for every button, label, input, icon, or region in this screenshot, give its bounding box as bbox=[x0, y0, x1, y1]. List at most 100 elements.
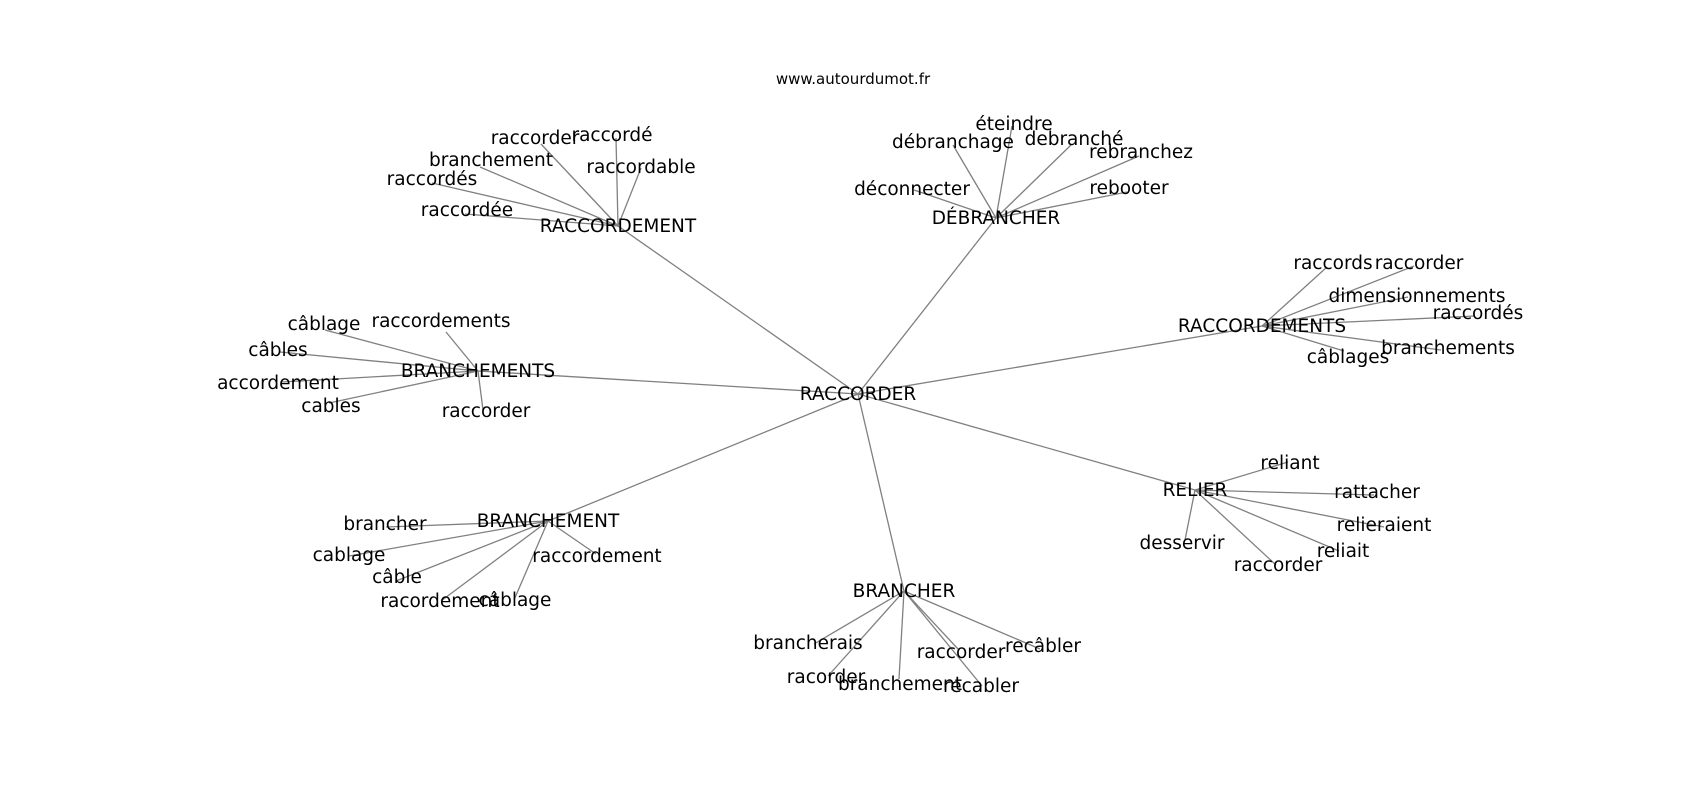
cluster-to-leaf-edge bbox=[952, 144, 997, 219]
center-to-cluster-edge bbox=[857, 393, 1196, 491]
center-to-cluster-edge bbox=[617, 225, 859, 395]
cluster-to-leaf-edge bbox=[1261, 296, 1409, 327]
leaf-node[interactable]: câblages bbox=[1307, 347, 1390, 368]
cluster-to-leaf-edge bbox=[903, 590, 959, 650]
leaf-node[interactable]: branchements bbox=[1381, 338, 1515, 359]
cluster-node[interactable]: BRANCHEMENTS bbox=[401, 361, 555, 382]
leaf-node[interactable]: branchement bbox=[838, 674, 962, 695]
cluster-to-leaf-edge bbox=[995, 155, 1140, 219]
cluster-to-leaf-edge bbox=[1194, 489, 1375, 496]
cluster-to-leaf-edge bbox=[1261, 265, 1415, 327]
leaf-node[interactable]: debranché bbox=[1025, 129, 1124, 150]
cluster-to-leaf-edge bbox=[913, 189, 997, 219]
leaf-node[interactable]: relieraient bbox=[1337, 515, 1432, 536]
cluster-to-leaf-edge bbox=[464, 213, 619, 227]
cluster-to-leaf-edge bbox=[513, 520, 549, 601]
cluster-to-leaf-edge bbox=[813, 590, 905, 645]
cluster-to-leaf-edge bbox=[477, 370, 484, 411]
center-to-cluster-edge bbox=[857, 393, 905, 592]
leaf-node[interactable]: raccordés bbox=[387, 169, 478, 190]
leaf-node[interactable]: raccorder bbox=[917, 642, 1006, 663]
leaf-node[interactable]: débranchage bbox=[892, 132, 1014, 153]
leaf-node[interactable]: racordement bbox=[380, 591, 499, 612]
leaf-node[interactable]: raccordé bbox=[571, 125, 652, 146]
leaf-node[interactable]: rebooter bbox=[1089, 178, 1169, 199]
leaf-node[interactable]: brancherais bbox=[753, 633, 862, 654]
cluster-to-leaf-edge bbox=[898, 590, 905, 680]
cluster-to-leaf-edge bbox=[903, 590, 1041, 650]
leaf-node[interactable]: raccords bbox=[1293, 253, 1372, 274]
cluster-to-leaf-edge bbox=[445, 331, 479, 372]
center-node[interactable]: RACCORDER bbox=[800, 384, 917, 405]
leaf-node[interactable]: déconnecter bbox=[854, 179, 970, 200]
leaf-node[interactable]: cablage bbox=[313, 545, 386, 566]
leaf-node[interactable]: câblage bbox=[479, 590, 552, 611]
graph-edges bbox=[279, 125, 1476, 687]
leaf-node[interactable]: raccordable bbox=[586, 157, 695, 178]
cluster-to-leaf-edge bbox=[385, 520, 549, 528]
cluster-to-leaf-edge bbox=[1194, 489, 1385, 528]
cluster-to-leaf-edge bbox=[995, 144, 1072, 219]
cluster-node[interactable]: RELIER bbox=[1163, 480, 1228, 501]
leaf-node[interactable]: câbles bbox=[248, 340, 307, 361]
cluster-to-leaf-edge bbox=[1194, 489, 1277, 566]
cluster-to-leaf-edge bbox=[348, 520, 549, 557]
leaf-node[interactable]: raccorder bbox=[491, 128, 580, 149]
cluster-to-leaf-edge bbox=[1194, 461, 1289, 491]
cluster-to-leaf-edge bbox=[995, 125, 1013, 219]
leaf-node[interactable]: câble bbox=[372, 567, 422, 588]
leaf-node[interactable]: reliait bbox=[1317, 541, 1370, 562]
leaf-node[interactable]: raccordements bbox=[371, 311, 510, 332]
cluster-node[interactable]: RACCORDEMENT bbox=[540, 216, 697, 237]
leaf-node[interactable]: racorder bbox=[787, 667, 866, 688]
cluster-to-leaf-edge bbox=[328, 370, 479, 404]
cluster-to-leaf-edge bbox=[395, 520, 549, 582]
cluster-node[interactable]: BRANCHEMENT bbox=[477, 511, 620, 532]
cluster-to-leaf-edge bbox=[617, 167, 642, 227]
leaf-node[interactable]: raccorder bbox=[442, 401, 531, 422]
leaf-node[interactable]: recâbler bbox=[1005, 636, 1081, 657]
cluster-to-leaf-edge bbox=[540, 143, 619, 227]
graph-labels: www.autourdumot.fr RACCORDER raccorderra… bbox=[217, 70, 1523, 697]
cluster-to-leaf-edge bbox=[1261, 325, 1442, 351]
center-to-cluster-edge bbox=[857, 325, 1263, 395]
cluster-to-leaf-edge bbox=[995, 191, 1128, 219]
cluster-to-leaf-edge bbox=[479, 166, 619, 227]
leaf-node[interactable]: raccordement bbox=[532, 546, 661, 567]
leaf-node[interactable]: raccordée bbox=[421, 200, 513, 221]
cluster-to-leaf-edge bbox=[280, 370, 479, 383]
cluster-to-leaf-edge bbox=[1261, 266, 1328, 327]
leaf-node[interactable]: accordement bbox=[217, 373, 339, 394]
leaf-node[interactable]: raccordés bbox=[1433, 303, 1524, 324]
leaf-node[interactable]: cables bbox=[301, 396, 360, 417]
cluster-to-leaf-edge bbox=[547, 520, 597, 555]
leaf-node[interactable]: brancher bbox=[343, 514, 427, 535]
cluster-to-leaf-edge bbox=[903, 590, 983, 687]
leaf-node[interactable]: branchement bbox=[429, 150, 553, 171]
leaf-node[interactable]: raccorder bbox=[1234, 555, 1323, 576]
leaf-node[interactable]: rattacher bbox=[1334, 482, 1420, 503]
source-watermark: www.autourdumot.fr bbox=[776, 70, 931, 88]
leaf-node[interactable]: câblage bbox=[288, 314, 361, 335]
cluster-node[interactable]: RACCORDEMENTS bbox=[1178, 316, 1346, 337]
cluster-node[interactable]: DÉBRANCHER bbox=[932, 207, 1061, 229]
cluster-to-leaf-edge bbox=[324, 329, 479, 372]
leaf-node[interactable]: reliant bbox=[1260, 453, 1319, 474]
leaf-node[interactable]: desservir bbox=[1139, 533, 1224, 554]
cluster-to-leaf-edge bbox=[827, 590, 905, 677]
leaf-node[interactable]: raccorder bbox=[1375, 253, 1464, 274]
cluster-to-leaf-edge bbox=[431, 182, 619, 227]
cluster-to-leaf-edge bbox=[615, 137, 619, 227]
cluster-to-leaf-edge bbox=[1261, 315, 1476, 327]
leaf-node[interactable]: rebranchez bbox=[1089, 142, 1193, 163]
leaf-node[interactable]: dimensionnements bbox=[1329, 286, 1506, 307]
center-to-cluster-edge bbox=[477, 370, 859, 395]
center-to-cluster-edge bbox=[547, 393, 859, 522]
center-to-cluster-edge bbox=[857, 217, 997, 395]
leaf-node[interactable]: éteindre bbox=[975, 114, 1052, 135]
cluster-to-leaf-edge bbox=[1194, 489, 1340, 552]
cluster-to-leaf-edge bbox=[279, 351, 479, 372]
leaf-node[interactable]: recabler bbox=[943, 676, 1019, 697]
cluster-node[interactable]: BRANCHER bbox=[853, 581, 956, 602]
